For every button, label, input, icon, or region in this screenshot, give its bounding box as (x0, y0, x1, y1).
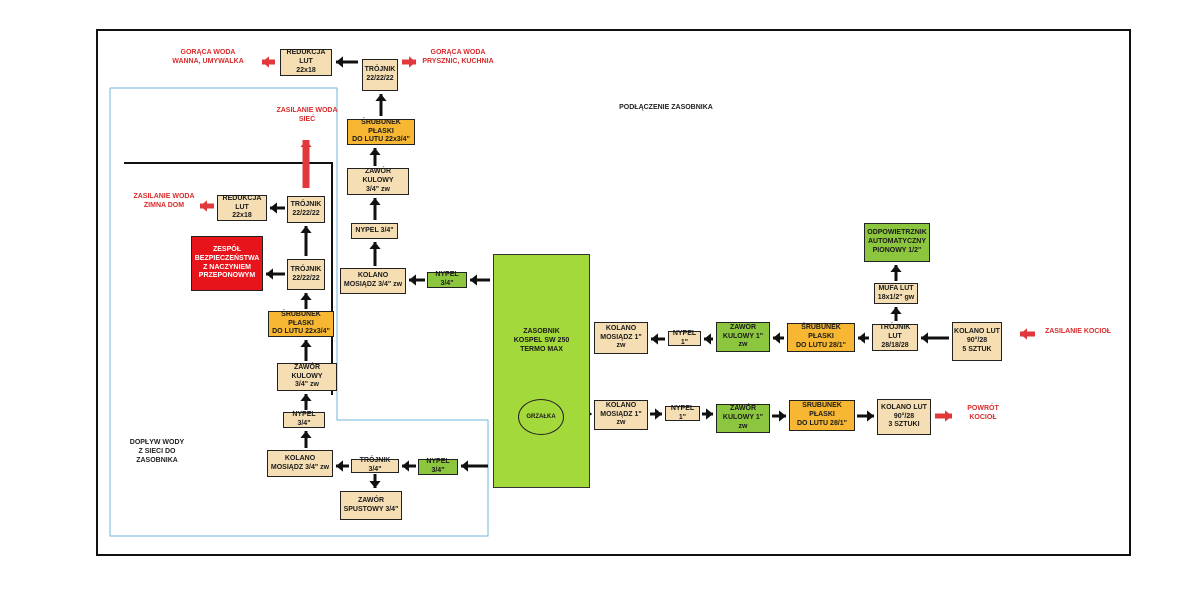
coupling: MUFA LUT 18x1/2" gw (874, 283, 918, 304)
nipple-top: NYPEL 3/4" (351, 223, 398, 239)
elbow-r2: KOLANO MOSIĄDZ 1" zw (594, 400, 648, 430)
tee-bottom: TRÓJNIK 3/4" (351, 457, 399, 473)
tee-top: TRÓJNIK 22/22/22 (362, 59, 398, 91)
arrow-elbow-r1-from-nipple-head (651, 333, 658, 345)
arrow-reduction-from-tee-head (336, 56, 343, 68)
tank-title: ZASOBNIK KOSPEL SW 250 TERMO MAX (513, 328, 570, 354)
arrow-nipple-r1-from-valve-head (704, 333, 711, 345)
valve-cold: ZAWÓR KULOWY 3/4" zw (277, 363, 337, 391)
reduction-top: REDUKCJA LUT 22x18 (280, 49, 332, 76)
union-top: ŚRUBUNEK PŁASKI DO LUTU 22x3/4" (347, 119, 415, 145)
arrow-union-from-valve-cold-head (300, 340, 312, 347)
valve-r1: ZAWÓR KULOWY 1" zw (716, 322, 770, 352)
arrow-vent-from-coupling-head (890, 265, 902, 272)
label-hot-water-left: GORĄCA WODA WANNA, UMYWALKA (172, 49, 244, 66)
arrow-green-from-tank-head (470, 274, 477, 286)
nipple-top-green: NYPEL 3/4" (427, 271, 467, 288)
arrow-union-r2-to-elbow-head (867, 410, 874, 422)
arrow-coupling-from-tee-head (890, 307, 902, 314)
arrow-valve-r1-from-union-head (773, 332, 780, 344)
arrow-boiler-supply-head (1020, 328, 1027, 340)
arrow-tee-from-green-bottom-head (402, 460, 409, 472)
arrow-union-r1-from-tee-head (858, 332, 865, 344)
nipple-bottom-green: NYPEL 3/4" (418, 458, 458, 475)
label-boiler-supply: ZASILANIE KOCIOŁ (1044, 328, 1112, 335)
arrow-valve-r2-to-union-head (779, 410, 786, 422)
arrow-reduction-cold-from-tee-head (270, 202, 277, 214)
arrow-safety-from-mid-head (266, 268, 273, 280)
tee-mid: TRÓJNIK 22/22/22 (287, 259, 325, 290)
elbow-r1: KOLANO MOSIĄDZ 1" zw (594, 322, 648, 354)
elbow-lut-r1: KOLANO LUT 90°/28 5 SZTUK (952, 322, 1002, 361)
arrow-hot-right-head (409, 56, 416, 68)
inflow-zone-outline (109, 87, 489, 537)
arrow-nipple-r2-to-valve-head (706, 408, 713, 420)
elbow-top: KOLANO MOSIĄDZ 3/4" zw (340, 268, 406, 294)
safety-group: ZESPÓŁ BEZPIECZEŃSTWA Z NACZYNIEM PRZEPO… (191, 236, 263, 291)
diagram-frame (96, 29, 1131, 556)
arrow-nipple-from-elbow-head (369, 242, 381, 249)
arrow-nipple-from-elbow-cold-head (300, 431, 312, 438)
arrow-union-from-valve-head (369, 148, 381, 155)
arrow-mains-head (300, 140, 312, 147)
arrow-mid-from-union-head (300, 293, 312, 300)
arrow-hot-left-head (262, 56, 269, 68)
arrow-tee-r1-from-elbow-head (921, 332, 928, 344)
air-vent: ODPOWIETRZNIK AUTOMATYCZNY PIONOWY 1/2" (864, 223, 930, 262)
arrow-green-bottom-from-tank-head (461, 460, 468, 472)
storage-tank: ZASOBNIK KOSPEL SW 250 TERMO MAX GRZAŁKA (493, 254, 590, 488)
arrow-valve-from-nipple-head (369, 198, 381, 205)
tee-cold: TRÓJNIK 22/22/22 (287, 196, 325, 223)
arrow-boiler-return-head (945, 410, 952, 422)
nipple-r2: NYPEL 1" (665, 405, 700, 421)
tee-r1: TRÓJNIK LUT 28/18/28 (872, 324, 918, 351)
label-boiler-return: POWRÓT KOCIOŁ (967, 405, 999, 422)
arrow-tee-bottom-to-drain-head (369, 481, 381, 488)
arrow-tee-cold-from-mid-head (300, 226, 312, 233)
label-mains-supply: ZASILANIE WODA SIEĆ (276, 107, 338, 124)
arrow-elbow-from-green-head (409, 274, 416, 286)
nipple-r1: NYPEL 1" (668, 330, 701, 346)
arrow-cold-home-head (200, 200, 207, 212)
drain-valve: ZAWÓR SPUSTOWY 3/4" (340, 491, 402, 520)
elbow-cold: KOLANO MOSIĄDZ 3/4" zw (267, 450, 333, 477)
nipple-cold: NYPEL 3/4" (283, 411, 325, 428)
valve-r2: ZAWÓR KULOWY 1" zw (716, 404, 770, 433)
arrow-elbow-from-tee-bottom-head (336, 460, 343, 472)
heater-element: GRZAŁKA (518, 399, 564, 435)
label-inflow-to-tank: DOPŁYW WODY Z SIECI DO ZASOBNIKA (129, 439, 185, 465)
valve-top: ZAWÓR KULOWY 3/4" zw (347, 168, 409, 195)
union-cold: ŚRUBUNEK PŁASKI DO LUTU 22x3/4" (268, 311, 334, 337)
union-r2: ŚRUBUNEK PŁASKI DO LUTU 28/1" (789, 400, 855, 431)
elbow-lut-r2: KOLANO LUT 90°/28 3 SZTUKI (877, 399, 931, 435)
union-r1: ŚRUBUNEK PŁASKI DO LUTU 28/1" (787, 323, 855, 352)
reduction-cold: REDUKCJA LUT 22x18 (217, 195, 267, 221)
diagram-title: PODŁĄCZENIE ZASOBNIKA (619, 104, 713, 111)
arrow-tee-from-union-head (375, 94, 387, 101)
arrow-elbow-r2-to-nipple-head (655, 408, 662, 420)
arrow-valve-from-nipple-cold-head (300, 394, 312, 401)
label-cold-water-home: ZASILANIE WODA ZIMNA DOM (133, 193, 195, 210)
label-hot-water-right: GORĄCA WODA PRYSZNIC, KUCHNIA (422, 49, 494, 66)
